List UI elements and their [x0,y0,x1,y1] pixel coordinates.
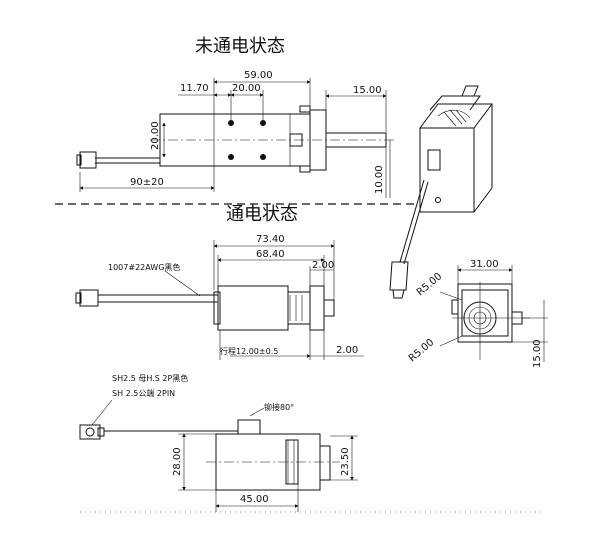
dim-2-top: 2.00 [312,260,334,271]
mount-hole [228,154,234,160]
connector-bottom [79,424,101,440]
title-unpowered: 未通电状态 [195,36,285,57]
radius-top: R5.00 [415,271,444,298]
mount-hole [260,154,266,160]
wire-label: 1007#22AWG黑色 [108,262,180,272]
mount-hole [260,120,266,126]
dim-23-5: 23.50 [340,447,351,476]
mount-hole [228,120,234,126]
dim-10: 10.00 [374,165,385,194]
dim-20-left: 20.00 [150,121,161,150]
dim-2-bottom: 2.00 [336,345,358,356]
dim-20-top: 20.00 [232,83,261,94]
dim-31: 31.00 [470,259,499,270]
connector-label-2: SH 2.5公端 2PIN [112,388,175,398]
top-view: 59.00 11.70 20.00 15.00 20.00 90±20 10.0… [76,70,395,198]
mid-view: 1007#22AWG黑色 73.40 68.40 2.00 行程12.00±0.… [75,234,364,360]
title-powered: 通电状态 [226,204,298,225]
bottom-view: SH2.5 母H.S 2P黑色 SH 2.5公端 2PIN 铆接80° 28.0… [79,373,358,512]
dim-73-4: 73.40 [256,234,285,245]
dim-59: 59.00 [244,70,273,81]
stroke-label: 行程12.00±0.5 [220,346,278,356]
dim-11-7: 11.70 [180,83,209,94]
dim-68-4: 68.40 [256,249,285,260]
iso-connector [389,261,409,291]
dim-45: 45.00 [240,494,269,505]
rivet-label: 铆接80° [264,402,294,412]
radius-bottom: R5.00 [407,337,436,364]
isometric-view [389,85,493,299]
connector-powered [79,289,99,307]
solenoid-body-powered [217,285,289,331]
dim-90: 90±20 [130,177,164,188]
connector-label-1: SH2.5 母H.S 2P黑色 [112,373,188,383]
dim-28: 28.00 [172,447,183,476]
connector [79,151,97,169]
dim-15: 15.00 [353,85,382,96]
side-view: 31.00 R5.00 R5.00 15.00 [407,259,548,368]
dim-15-side: 15.00 [532,339,543,368]
